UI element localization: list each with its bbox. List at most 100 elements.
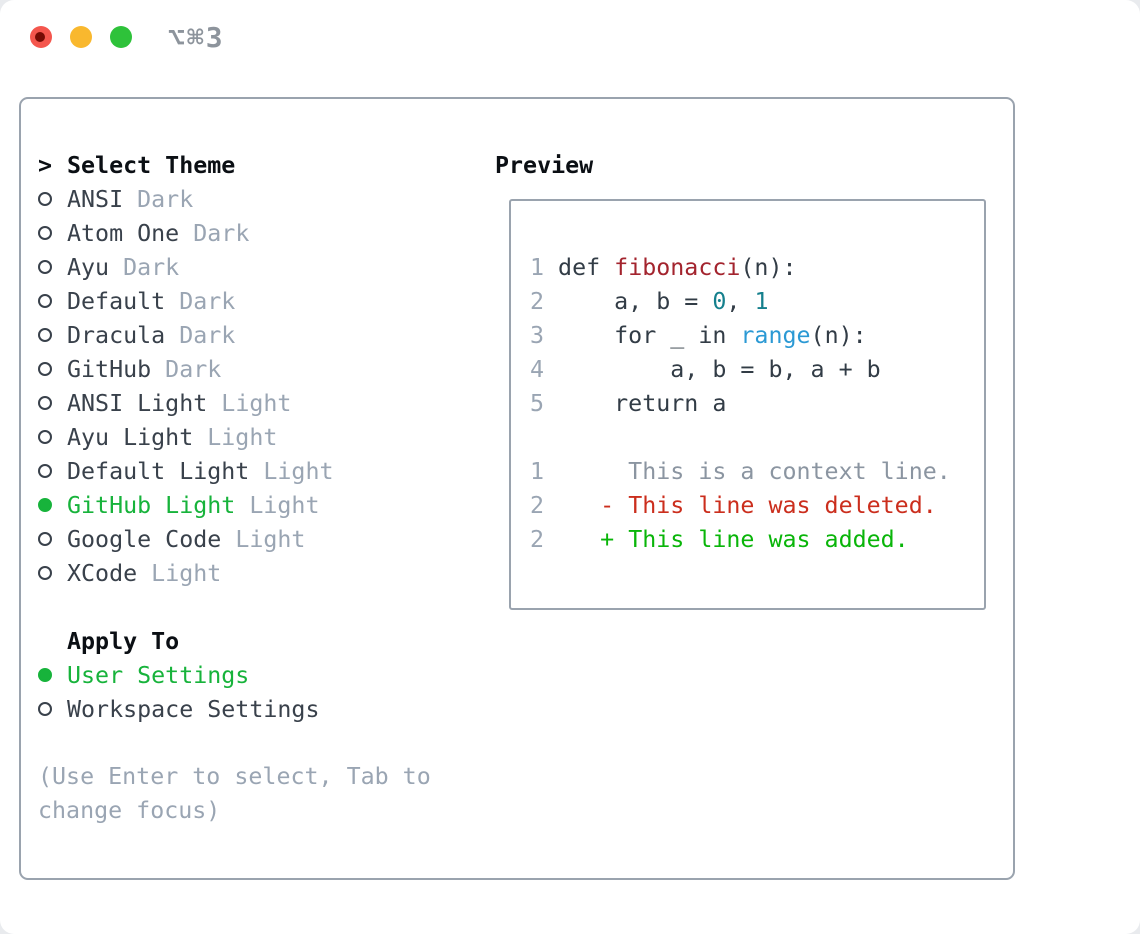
option-label: GitHub: [67, 355, 152, 383]
zoom-button[interactable]: [110, 26, 132, 48]
variant-label: Light: [137, 559, 222, 587]
option-label: ANSI Light: [67, 389, 208, 417]
radio-icon: [38, 430, 67, 444]
variant-label: Dark: [109, 253, 180, 281]
variant-label: Light: [207, 389, 292, 417]
code-line: 2 + This line was added.: [530, 523, 951, 557]
code-line: [530, 421, 951, 455]
radio-icon: [38, 260, 67, 274]
code-token: This is a context line.: [544, 458, 951, 485]
option-label: Default: [67, 287, 166, 315]
option-label: XCode: [67, 559, 138, 587]
variant-label: Light: [193, 423, 278, 451]
radio-icon: [38, 464, 67, 478]
line-number: 2: [530, 492, 545, 519]
theme-option-ayu[interactable]: Ayu Dark: [38, 250, 431, 284]
select-theme-title: Select Theme: [67, 151, 236, 179]
radio-icon: [38, 532, 67, 546]
code-token: [544, 492, 600, 519]
apply-to-title: Apply To: [67, 627, 180, 655]
apply-option-user-settings[interactable]: User Settings: [38, 658, 431, 692]
line-number: 4: [530, 356, 545, 383]
radio-icon: [38, 396, 67, 410]
radio-selected-icon: [38, 668, 67, 682]
code-token: - This line was deleted.: [600, 492, 937, 519]
title-bar: ⌥⌘3: [0, 0, 1140, 70]
code-token: 0: [712, 288, 727, 315]
theme-option-dracula[interactable]: Dracula Dark: [38, 318, 431, 352]
radio-icon: [38, 566, 67, 580]
code-line: 2 - This line was deleted.: [530, 489, 951, 523]
code-token: fibonacci: [614, 254, 741, 281]
theme-option-default-light[interactable]: Default Light Light: [38, 454, 431, 488]
option-label: GitHub Light: [67, 491, 236, 519]
code-token: return a: [544, 390, 727, 417]
variant-label: Dark: [165, 287, 236, 315]
variant-label: Dark: [151, 355, 222, 383]
theme-option-google-code[interactable]: Google Code Light: [38, 522, 431, 556]
option-label: Default Light: [67, 457, 250, 485]
variant-label: Light: [235, 491, 320, 519]
option-label: Google Code: [67, 525, 222, 553]
variant-label: Dark: [179, 219, 250, 247]
window-title: ⌥⌘3: [168, 21, 225, 54]
code-token: for _ in: [544, 322, 741, 349]
help-text-line: change focus): [38, 797, 221, 824]
code-token: def: [544, 254, 615, 281]
code-token: 1: [754, 288, 769, 315]
theme-option-ansi-light[interactable]: ANSI Light Light: [38, 386, 431, 420]
close-dot-icon: [35, 32, 45, 42]
theme-option-atom-one[interactable]: Atom One Dark: [38, 216, 431, 250]
traffic-lights: [30, 26, 132, 48]
help-text-line: (Use Enter to select, Tab to: [38, 763, 431, 790]
line-number: 2: [530, 526, 545, 553]
line-number: 1: [530, 458, 545, 485]
code-token: ,: [726, 288, 755, 315]
theme-option-default[interactable]: Default Dark: [38, 284, 431, 318]
option-label: Atom One: [67, 219, 180, 247]
theme-option-github[interactable]: GitHub Dark: [38, 352, 431, 386]
apply-to-header: Apply To: [38, 624, 431, 658]
line-number: 3: [530, 322, 545, 349]
code-line: 2 a, b = 0, 1: [530, 285, 951, 319]
minimize-button[interactable]: [70, 26, 92, 48]
option-label: ANSI: [67, 185, 124, 213]
radio-icon: [38, 226, 67, 240]
line-number: 1: [530, 254, 545, 281]
line-number: 5: [530, 390, 545, 417]
radio-icon: [38, 192, 67, 206]
variant-label: Dark: [165, 321, 236, 349]
code-token: [544, 526, 600, 553]
radio-icon: [38, 702, 67, 716]
apply-option-workspace-settings[interactable]: Workspace Settings: [38, 692, 431, 726]
theme-option-ansi[interactable]: ANSI Dark: [38, 182, 431, 216]
option-label: Workspace Settings: [67, 695, 320, 723]
theme-option-xcode[interactable]: XCode Light: [38, 556, 431, 590]
spacer: [38, 590, 431, 624]
radio-selected-icon: [38, 498, 67, 512]
preview-title: Preview: [495, 151, 594, 179]
radio-icon: [38, 362, 67, 376]
code-line: 1 def fibonacci(n):: [530, 251, 951, 285]
code-token: (n):: [740, 254, 797, 281]
variant-label: Light: [221, 525, 306, 553]
option-label: Ayu: [67, 253, 110, 281]
option-label: User Settings: [67, 661, 250, 689]
code-line: 5 return a: [530, 387, 951, 421]
focus-arrow-icon: >: [38, 151, 53, 179]
theme-option-github-light[interactable]: GitHub Light Light: [38, 488, 431, 522]
theme-option-ayu-light[interactable]: Ayu Light Light: [38, 420, 431, 454]
code-token: (n):: [810, 322, 867, 349]
code-token: a, b =: [544, 288, 713, 315]
close-button[interactable]: [30, 26, 52, 48]
code-token: a, b = b, a + b: [544, 356, 881, 383]
select-theme-header: > Select Theme: [38, 148, 431, 182]
code-line: 4 a, b = b, a + b: [530, 353, 951, 387]
variant-label: Light: [249, 457, 334, 485]
